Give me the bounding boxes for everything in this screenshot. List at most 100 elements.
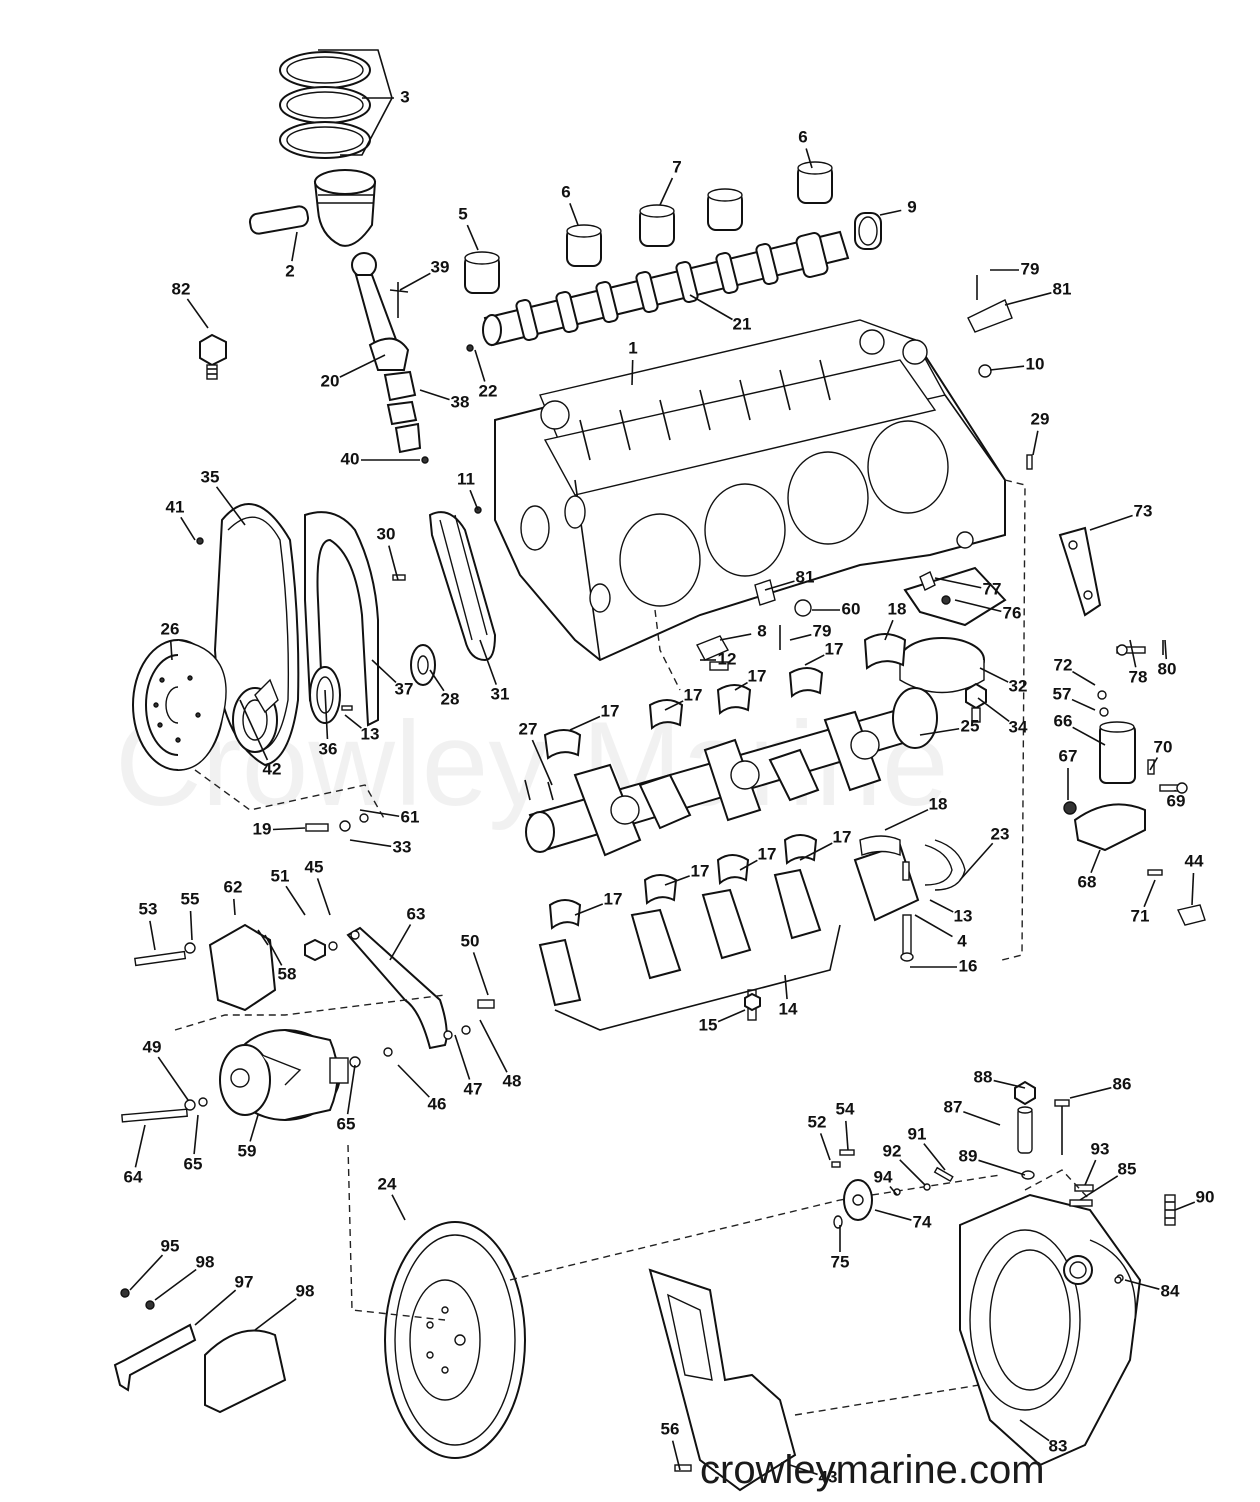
- callout-number-68: 68: [1078, 872, 1097, 891]
- callout-number-35: 35: [201, 467, 220, 486]
- callout-leader-57: [1071, 698, 1096, 711]
- callout-number-71: 71: [1131, 906, 1150, 925]
- callout-number-42: 42: [263, 759, 282, 778]
- callout-number-17: 17: [691, 861, 710, 880]
- callout-number-29: 29: [1031, 409, 1050, 428]
- callout-number-14: 14: [779, 999, 798, 1018]
- callout-number-59: 59: [238, 1141, 257, 1160]
- callout-leader-49: [157, 1056, 189, 1101]
- callout-leader-34: [977, 697, 1010, 723]
- callout-leaders: [129, 97, 1196, 1476]
- cover-bracket: [113, 1288, 287, 1414]
- callout-leader-32: [979, 667, 1009, 683]
- callout-number-26: 26: [161, 619, 180, 638]
- callout-leader-2: [291, 231, 298, 262]
- block-small-parts: [466, 275, 1033, 723]
- callout-number-6: 6: [798, 127, 807, 146]
- callout-leader-37: [371, 659, 397, 684]
- callout-leader-82: [186, 298, 209, 329]
- callout-leader-68: [1090, 849, 1101, 874]
- callout-leader-13: [929, 899, 954, 913]
- callout-leader-65: [346, 1064, 356, 1115]
- callout-number-49: 49: [143, 1037, 162, 1056]
- callout-number-81: 81: [796, 567, 815, 586]
- callout-leader-56: [671, 1440, 681, 1471]
- callout-number-85: 85: [1118, 1159, 1137, 1178]
- callout-leader-85: [1079, 1175, 1119, 1201]
- callout-number-11: 11: [457, 469, 475, 488]
- callout-number-51: 51: [271, 866, 290, 885]
- callout-number-27: 27: [519, 719, 538, 738]
- callout-leader-94: [889, 1185, 898, 1196]
- callout-number-80: 80: [1158, 659, 1177, 678]
- callout-number-44: 44: [1185, 851, 1204, 870]
- callout-number-79: 79: [813, 621, 832, 640]
- callout-number-98: 98: [296, 1281, 315, 1300]
- callout-number-87: 87: [944, 1097, 963, 1116]
- callout-number-76: 76: [1003, 603, 1022, 622]
- callout-number-77: 77: [983, 579, 1002, 598]
- callout-leader-88: [993, 1079, 1026, 1089]
- callout-leader-35: [215, 486, 246, 526]
- callout-number-21: 21: [733, 314, 752, 333]
- lower-bearing-caps: [538, 834, 966, 1031]
- callout-number-52: 52: [808, 1112, 827, 1131]
- callout-number-2: 2: [285, 261, 294, 280]
- alternator: [121, 994, 446, 1123]
- callout-leader-18: [884, 808, 929, 831]
- callout-number-10: 10: [1026, 354, 1045, 373]
- callout-leader-28: [429, 669, 445, 692]
- callout-leader-97: [194, 1289, 237, 1326]
- callout-leader-25: [919, 727, 960, 736]
- callout-leader-43: [789, 1464, 818, 1476]
- callout-number-98: 98: [196, 1252, 215, 1271]
- callout-number-48: 48: [503, 1071, 522, 1090]
- callout-number-74: 74: [913, 1212, 932, 1231]
- callout-number-92: 92: [883, 1141, 902, 1160]
- callout-leader-21: [689, 294, 733, 321]
- callout-number-45: 45: [305, 857, 324, 876]
- callout-number-18: 18: [888, 599, 907, 618]
- callout-leader-53: [149, 920, 156, 951]
- callout-number-18: 18: [929, 794, 948, 813]
- callout-number-36: 36: [319, 739, 338, 758]
- callout-number-28: 28: [441, 689, 460, 708]
- callout-leader-38: [419, 389, 450, 401]
- callout-number-17: 17: [601, 701, 620, 720]
- callout-leader-15: [717, 1009, 746, 1023]
- callout-number-89: 89: [959, 1146, 978, 1165]
- callout-leader-27: [531, 739, 553, 786]
- callout-number-53: 53: [139, 899, 158, 918]
- callout-number-65: 65: [337, 1114, 356, 1133]
- callout-leader-76: [954, 599, 1002, 613]
- piston-and-pin: [248, 169, 377, 247]
- callout-number-40: 40: [341, 449, 360, 468]
- callout-leader-17: [799, 842, 833, 861]
- callout-number-37: 37: [395, 679, 414, 698]
- adjusting-strap: [346, 926, 495, 1050]
- callout-number-12: 12: [718, 649, 737, 668]
- callout-number-5: 5: [458, 204, 467, 223]
- assembly-line-left: [654, 609, 681, 691]
- callout-leader-63: [389, 924, 412, 961]
- callout-leader-81: [1004, 292, 1052, 306]
- callout-leader-9: [879, 209, 902, 216]
- housing-hardware: [831, 1080, 1176, 1284]
- callout-number-81: 81: [1053, 279, 1072, 298]
- timing-cover: [196, 503, 353, 767]
- callout-number-15: 15: [699, 1015, 718, 1034]
- callout-leader-33: [349, 839, 392, 848]
- callout-number-62: 62: [224, 877, 243, 896]
- callout-leader-55: [189, 910, 193, 941]
- callout-number-82: 82: [172, 279, 191, 298]
- callout-number-24: 24: [378, 1174, 397, 1193]
- callout-leader-18: [884, 619, 894, 641]
- callout-leader-36: [324, 689, 329, 740]
- callout-number-43: 43: [819, 1467, 838, 1486]
- bolt-78-80: [1116, 640, 1164, 656]
- callout-number-8: 8: [757, 621, 766, 640]
- callout-leader-93: [1084, 1159, 1097, 1186]
- callout-leader-64: [134, 1124, 146, 1168]
- callout-number-60: 60: [842, 599, 861, 618]
